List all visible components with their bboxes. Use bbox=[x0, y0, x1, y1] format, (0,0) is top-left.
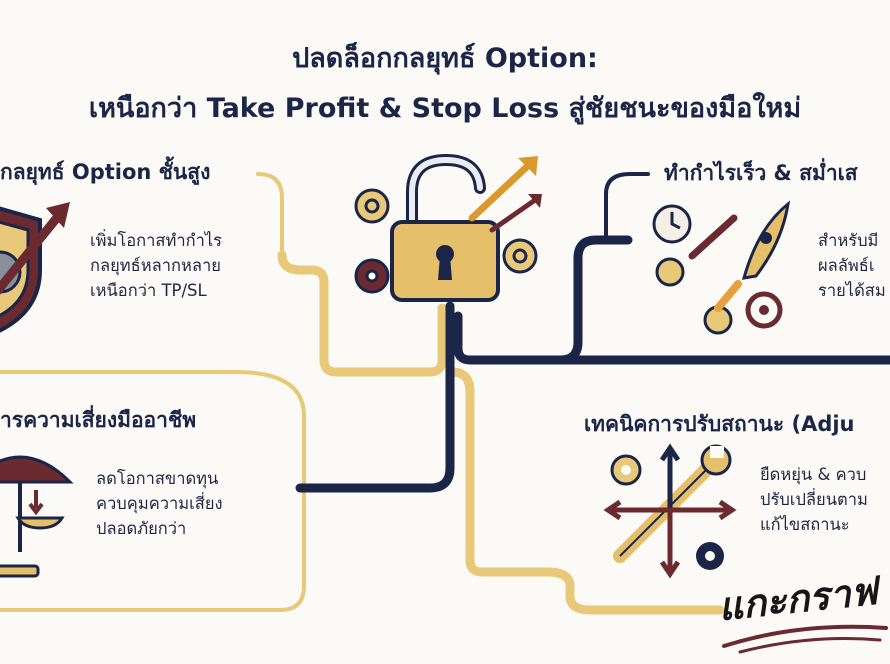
section-desc-bottom-left: ลดโอกาสขาดทุน ควบคุมความเสี่ยง ปลอดภัยกว… bbox=[96, 466, 223, 541]
section-desc-top-right: สำหรับมี ผลลัพธ์เ รายได้สม bbox=[818, 228, 886, 303]
connector-navy-left bbox=[295, 301, 455, 493]
section-heading-top-left: กลยุทธ์ Option ชั้นสูง bbox=[0, 156, 217, 189]
desc-line: สำหรับมี bbox=[818, 231, 879, 250]
unlocked-padlock-icon bbox=[354, 153, 542, 302]
connector-gold-right bbox=[447, 367, 725, 615]
frame-top-left bbox=[256, 172, 284, 257]
signature-underline bbox=[722, 624, 888, 654]
wrench-arrows-icon bbox=[603, 443, 737, 579]
desc-line: ปรับเปลี่ยนตาม bbox=[760, 490, 868, 509]
rocket-icon bbox=[652, 200, 791, 335]
connector-gold-left bbox=[277, 250, 447, 377]
frame-top-right bbox=[604, 172, 650, 242]
desc-line: ควบคุมความเสี่ยง bbox=[96, 494, 223, 513]
section-heading-top-right: ทำกำไรเร็ว & สม่ำเส bbox=[658, 157, 864, 190]
section-desc-bottom-right: ยืดหยุ่น & ควบ ปรับเปลี่ยนตาม แก้ไขสถานะ bbox=[760, 462, 868, 537]
section-heading-bottom-left: ารความเสี่ยงมืออาชีพ bbox=[0, 404, 203, 437]
frame-bottom-left bbox=[0, 370, 306, 612]
desc-line: รายได้สม bbox=[818, 281, 886, 300]
desc-line: ลดโอกาสขาดทุน bbox=[96, 469, 219, 488]
umbrella-scale-icon bbox=[0, 455, 74, 578]
title-line-1: ปลดล็อกกลยุทธ์ Option: bbox=[292, 43, 598, 74]
section-desc-top-left: เพิ่มโอกาสทำกำไร กลยุทธ์หลากหลาย เหนือกว… bbox=[90, 228, 222, 303]
gear-icon bbox=[354, 188, 538, 294]
section-heading-bottom-right: เทคนิคการปรับสถานะ (Adju bbox=[578, 408, 861, 441]
desc-line: กลยุทธ์หลากหลาย bbox=[90, 256, 221, 275]
shield-arrow-icon bbox=[0, 202, 70, 333]
desc-line: แก้ไขสถานะ bbox=[760, 515, 850, 534]
desc-line: ผลลัพธ์เ bbox=[818, 256, 875, 275]
desc-line: ยืดหยุ่น & ควบ bbox=[760, 465, 867, 484]
desc-line: เพิ่มโอกาสทำกำไร bbox=[90, 231, 223, 250]
title-line-2: เหนือกว่า Take Profit & Stop Loss สู่ชัย… bbox=[88, 93, 802, 124]
desc-line: เหนือกว่า TP/SL bbox=[90, 281, 207, 300]
desc-line: ปลอดภัยกว่า bbox=[96, 519, 187, 538]
